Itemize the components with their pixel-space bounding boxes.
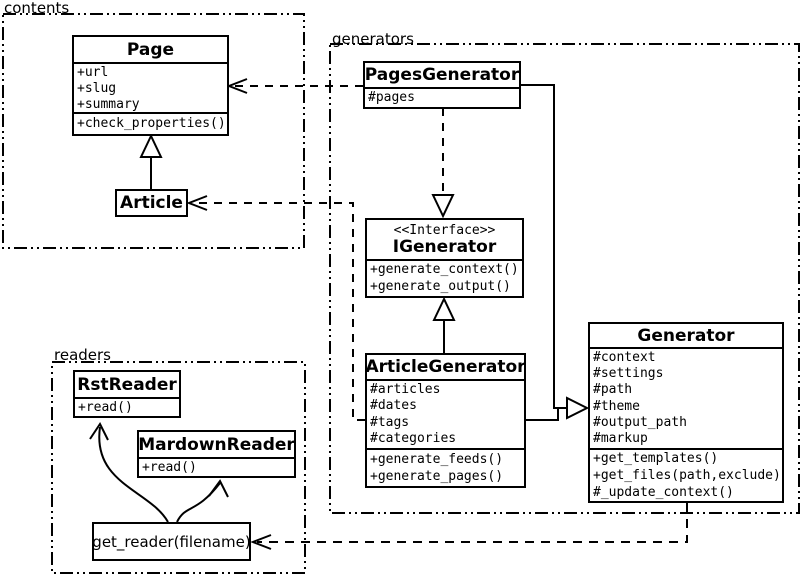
attribute: #pages [368,90,415,105]
method: +get_files(path,exclude) [593,467,781,483]
class-pages-generator: PagesGenerator #pages [363,61,521,109]
package-label-readers: readers [54,346,111,364]
inheritance-line-articlegenerator-generator [525,408,559,421]
dependency-line-articlegenerator-article [193,202,365,421]
package-label-contents: contents [4,0,70,17]
method: +read() [78,400,133,415]
inheritance-triangle-article-page [139,133,163,158]
open-arrowhead-rstreader [89,422,109,441]
method: #_update_context() [593,484,734,500]
open-arrowhead-page [226,78,248,94]
open-arrowhead-get-reader [250,534,272,550]
package-border-contents [2,13,305,249]
realization-triangle-igenerator-top [431,194,455,219]
class-article-title: Article [120,193,183,213]
function-get-reader-label: get_reader(filename) [92,532,251,551]
package-border-readers [51,361,306,574]
class-article-generator-title: ArticleGenerator [365,355,526,381]
attribute: #markup [593,431,648,447]
inheritance-triangle-igenerator-bottom [432,296,456,321]
class-generator-title: Generator [590,324,782,349]
package-border-generators [329,43,800,514]
inheritance-triangle-generator-left [566,396,590,420]
dependency-line-generator-getreader [257,503,688,543]
class-article-generator: ArticleGenerator #articles #dates #tags … [365,353,526,488]
method: +generate_feeds() [370,452,504,467]
attribute: #theme [593,398,640,414]
open-arrowhead-article [186,195,208,211]
class-mardown-reader: MardownReader +read() [137,430,296,478]
package-label-generators: generators [332,30,414,48]
attribute: #dates [370,398,417,414]
class-page-title: Page [74,37,227,64]
attribute: #articles [370,382,441,397]
attribute: +slug [77,81,117,96]
attribute: #path [593,382,633,398]
method: +generate_pages() [370,469,504,484]
inheritance-line-pagesgenerator-generator [520,84,567,409]
attribute: #tags [370,414,410,430]
class-generator: Generator #context #settings #path #them… [588,322,784,503]
curved-arrow-getreader-rstreader [98,426,169,523]
class-igenerator-stereotype: <<Interface>> [393,222,496,238]
attribute: #settings [593,366,664,382]
function-get-reader: get_reader(filename) [92,522,251,561]
class-pages-generator-title: PagesGenerator [365,63,519,89]
class-article: Article [115,189,188,217]
class-rst-reader-title: RstReader [75,372,179,399]
method: +generate_context() [370,262,519,277]
attribute: +summary [77,97,140,112]
class-igenerator: <<Interface>> IGenerator +generate_conte… [365,218,524,298]
method: +read() [142,460,197,475]
class-rst-reader: RstReader +read() [73,370,181,418]
method: +get_templates() [593,451,719,466]
class-mardown-reader-title: MardownReader [138,432,295,459]
attribute: #context [593,350,656,365]
class-page: Page +url +slug +summary +check_properti… [72,35,229,136]
method: +generate_output() [370,278,511,294]
open-arrowhead-mardownreader [208,479,229,498]
attribute: #categories [370,430,457,446]
attribute: #output_path [593,414,687,430]
method: +check_properties() [77,116,226,131]
attribute: +url [77,65,109,80]
class-igenerator-title: IGenerator [392,236,497,257]
